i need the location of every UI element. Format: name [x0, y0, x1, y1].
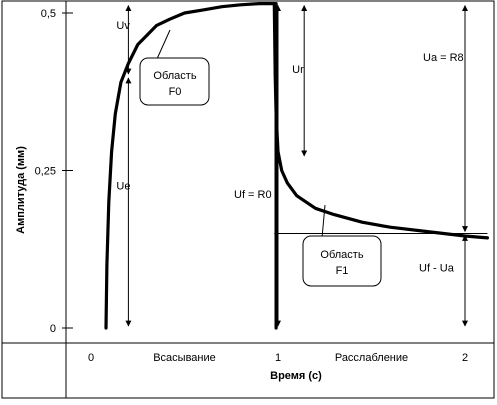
callout-f1-pointer [321, 204, 326, 239]
callout-f1-line1: Область [320, 249, 363, 261]
y-tick-label-0: 0 [50, 323, 56, 335]
callout-f0: Область F0 [139, 29, 210, 106]
arrow-label-5: Uf - Ua [419, 262, 455, 274]
series-line-0 [104, 2, 276, 330]
callout-f0-line1: Область [153, 70, 196, 82]
x-tick-label-0: 0 [88, 352, 94, 364]
arrow-label-0: Uv [116, 20, 130, 32]
x-tick-label-2: 2 [462, 352, 468, 364]
x-tick-label-1: 1 [275, 352, 281, 364]
arrow-label-4: Ua = R8 [423, 52, 464, 64]
callout-f0-box [139, 57, 210, 106]
arrow-label-2: Ur [292, 64, 304, 76]
x-axis-title: Время (с) [270, 370, 322, 382]
y-tick-label-1: 0,25 [35, 166, 56, 178]
arrow-label-3: Uf = R0 [234, 189, 272, 201]
y-axis-title: Амплитуда (мм) [15, 146, 27, 234]
callout-f1-line2: F1 [336, 265, 349, 277]
series-line-1 [272, 2, 489, 240]
phase-label-layer: Всасывание Расслабление [153, 352, 408, 364]
arrow-label-1: Ue [116, 180, 130, 192]
phase-label-1: Расслабление [335, 352, 408, 364]
chart-frame [1, 0, 495, 399]
callout-f1-box [302, 235, 382, 287]
y-tick-label-2: 0,5 [41, 8, 56, 20]
phase-label-0: Всасывание [153, 352, 216, 364]
callout-f0-line2: F0 [169, 86, 182, 98]
tick-layer: 0 1 2 0 0,25 0,5 [35, 8, 468, 364]
callout-f1: Область F1 [302, 204, 382, 287]
